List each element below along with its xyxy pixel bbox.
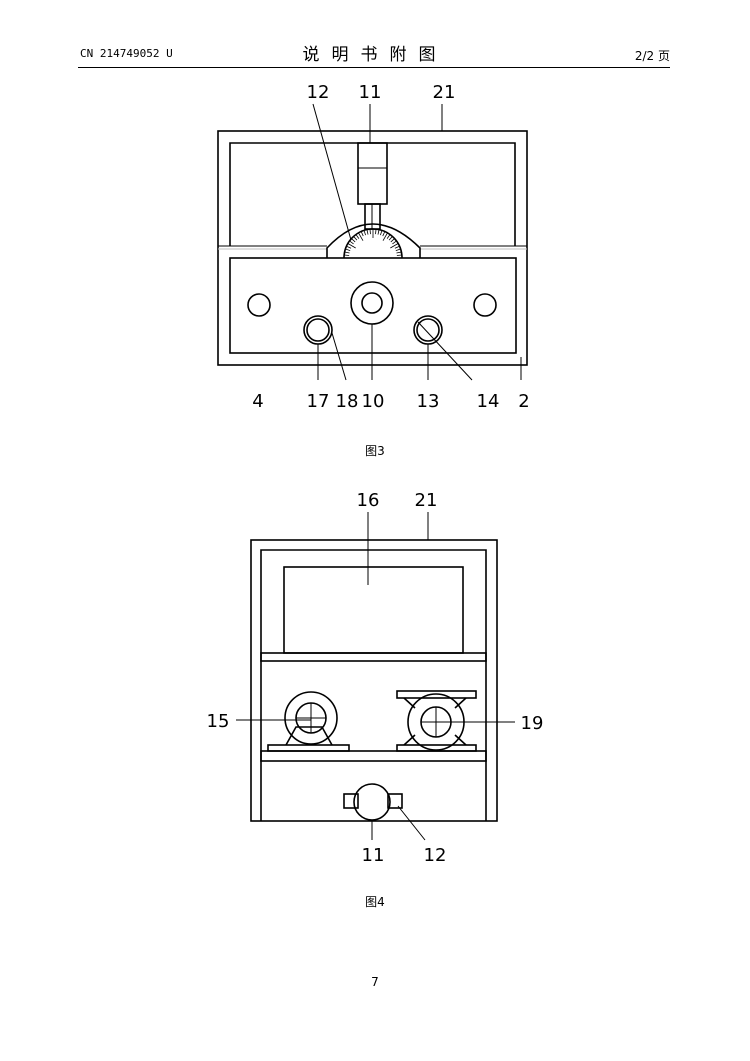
protractor-tick [347, 243, 356, 249]
page-title: 说明书附图 [302, 45, 448, 65]
fig3-lower-box [229, 257, 517, 354]
protractor-tick [377, 229, 380, 235]
protractor-tick [346, 245, 352, 249]
protractor-tick [392, 240, 397, 245]
page-number: 7 [371, 975, 379, 989]
fig3-roller-13 [413, 315, 443, 345]
fig4-shelf-lower [260, 750, 487, 762]
fig3-protractor-ticks [344, 229, 402, 259]
protractor-tick [366, 229, 369, 235]
fig4-label-11: 11 [362, 845, 385, 866]
fig3-label-14: 14 [477, 391, 500, 412]
protractor-tick [351, 238, 356, 243]
fig3-label-11: 11 [359, 82, 382, 103]
protractor-tick [358, 232, 364, 241]
fig3-roller-17 [303, 315, 333, 345]
fig4-inner-frame [260, 549, 487, 821]
fig4-shelf-upper [260, 652, 487, 662]
protractor-tick [386, 234, 391, 239]
protractor-tick [369, 229, 371, 235]
protractor-tick [360, 231, 364, 237]
protractor-tick [353, 236, 358, 241]
fig4-label-16: 16 [357, 490, 380, 511]
page-indicator: 2/2 页 [634, 49, 670, 63]
protractor-tick [363, 230, 366, 236]
fig4-box-16 [283, 566, 464, 654]
fig4-caption: 图4 [365, 895, 385, 909]
fig3-label-2: 2 [518, 391, 529, 412]
fig4-label-12: 12 [424, 845, 447, 866]
fig3-cylinder [357, 142, 388, 205]
fig4-part-11 [353, 783, 391, 821]
protractor-tick [390, 238, 395, 243]
fig3-label-13: 13 [417, 391, 440, 412]
protractor-tick [382, 231, 386, 237]
fig3-label-12: 12 [307, 82, 330, 103]
protractor-tick [344, 251, 350, 254]
protractor-tick [355, 234, 360, 239]
fig4-label-15: 15 [207, 711, 230, 732]
figure-3: 12 11 21 4 17 18 10 13 14 2 图3 [217, 82, 530, 458]
fig4-label-21: 21 [415, 490, 438, 511]
fig4-pump-top-plate [396, 690, 477, 699]
fig4-pump-base [396, 744, 477, 752]
protractor-tick [390, 243, 399, 249]
protractor-tick [394, 245, 400, 249]
fig4-outer-frame [250, 539, 498, 822]
fig3-pivot-10 [350, 281, 394, 325]
protractor-tick [349, 240, 354, 245]
protractor-tick [382, 232, 388, 241]
protractor-tick [345, 248, 351, 251]
fig4-motor-base [267, 744, 350, 752]
fig3-label-21: 21 [433, 82, 456, 103]
header-rule [78, 67, 670, 68]
fig3-caption: 图3 [365, 444, 385, 458]
fig3-label-18: 18 [336, 391, 359, 412]
fig3-hole-4 [247, 293, 271, 317]
protractor-tick [388, 236, 393, 241]
protractor-tick [396, 251, 402, 254]
fig3-protractor-outline [326, 223, 421, 258]
protractor-tick [344, 254, 350, 256]
fig3-upper-box [229, 142, 516, 246]
figure-4: 16 21 15 19 11 12 图4 [207, 490, 544, 909]
fig4-motor-15 [284, 691, 338, 745]
fig4-label-19: 19 [521, 713, 544, 734]
fig3-label-10: 10 [362, 391, 385, 412]
protractor-tick [380, 230, 383, 236]
patent-number: CN 214749052 U [80, 47, 173, 60]
fig3-label-17: 17 [307, 391, 330, 412]
protractor-tick [396, 254, 402, 256]
fig3-label-4: 4 [252, 391, 263, 412]
fig4-tab-12 [387, 793, 403, 809]
fig3-hole-right [473, 293, 497, 317]
protractor-tick [375, 229, 377, 235]
fig4-tab-left [343, 793, 359, 809]
protractor-tick [395, 248, 401, 251]
